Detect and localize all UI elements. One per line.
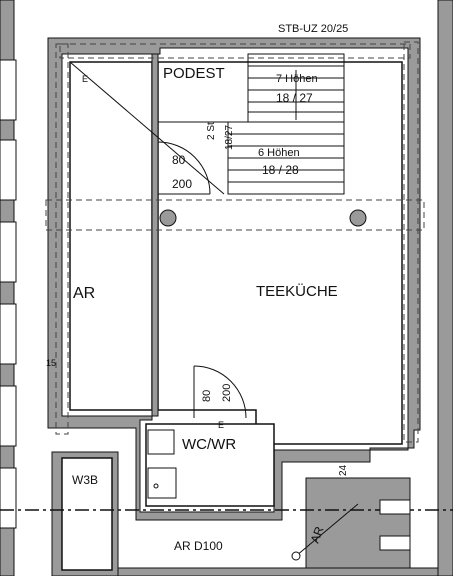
panel — [0, 139, 17, 201]
diagonal-line — [69, 61, 225, 195]
ar-door-label: AR D100 — [174, 539, 223, 553]
steps-ratio: 18/27 — [224, 125, 235, 150]
dashed-lines — [45, 41, 425, 443]
dim-24: 24 — [338, 464, 349, 476]
panel — [0, 467, 17, 529]
stair-upper-ratio: 18 / 27 — [276, 91, 313, 105]
dim-15: 15 — [46, 358, 56, 368]
bottom-diagonal — [295, 503, 359, 557]
bottom-wall — [99, 567, 451, 576]
door-left-width: 80 — [172, 153, 186, 167]
panel — [0, 303, 17, 365]
sink-drain — [153, 483, 159, 489]
stair-upper-count: 7 Höhen — [276, 73, 318, 85]
panel — [0, 385, 17, 447]
toilet — [147, 429, 175, 455]
ar-room — [69, 61, 153, 411]
wc-label: WC/WR — [182, 436, 236, 453]
sink — [147, 467, 177, 499]
wc-fixtures — [147, 429, 177, 499]
door-swings — [157, 141, 247, 419]
ar-bottom-label: AR — [308, 524, 327, 545]
door-right-height: 200 — [221, 384, 233, 402]
left-panels — [0, 59, 17, 529]
bottom-right-block — [305, 477, 411, 569]
column-left — [159, 209, 177, 227]
stair-lower-count: 6 Höhen — [258, 147, 300, 159]
teekueche-room — [157, 61, 403, 445]
door-right-width: 80 — [201, 390, 213, 402]
door-arc-left — [157, 141, 211, 195]
dashed-top — [59, 43, 411, 59]
e-marker-top: E — [82, 74, 88, 84]
fixture-circle — [291, 551, 301, 561]
stb-annotation: STB-UZ 20/25 — [278, 23, 348, 35]
door-left-height: 200 — [172, 177, 192, 191]
podest-label: PODEST — [163, 65, 225, 82]
stairs — [158, 53, 345, 195]
door-arc-right — [193, 365, 247, 419]
w3b-label: W3B — [72, 473, 98, 487]
panel — [0, 221, 17, 283]
stair-lower-ratio: 18 / 28 — [262, 163, 299, 177]
dashed-column-right — [403, 41, 419, 443]
marker-box — [379, 535, 411, 551]
ar-left-label: AR — [73, 285, 95, 302]
column-right — [349, 209, 367, 227]
w3b-room — [61, 457, 113, 571]
panel — [0, 59, 17, 121]
partition-wall — [151, 53, 159, 417]
e-marker-right: E — [218, 420, 224, 430]
dashed-beam-h — [45, 199, 425, 231]
marker-box — [379, 499, 411, 515]
right-wall-strip — [437, 0, 453, 576]
teekueche-label: TEEKÜCHE — [256, 282, 338, 300]
steps-label: 2 St — [206, 122, 217, 140]
